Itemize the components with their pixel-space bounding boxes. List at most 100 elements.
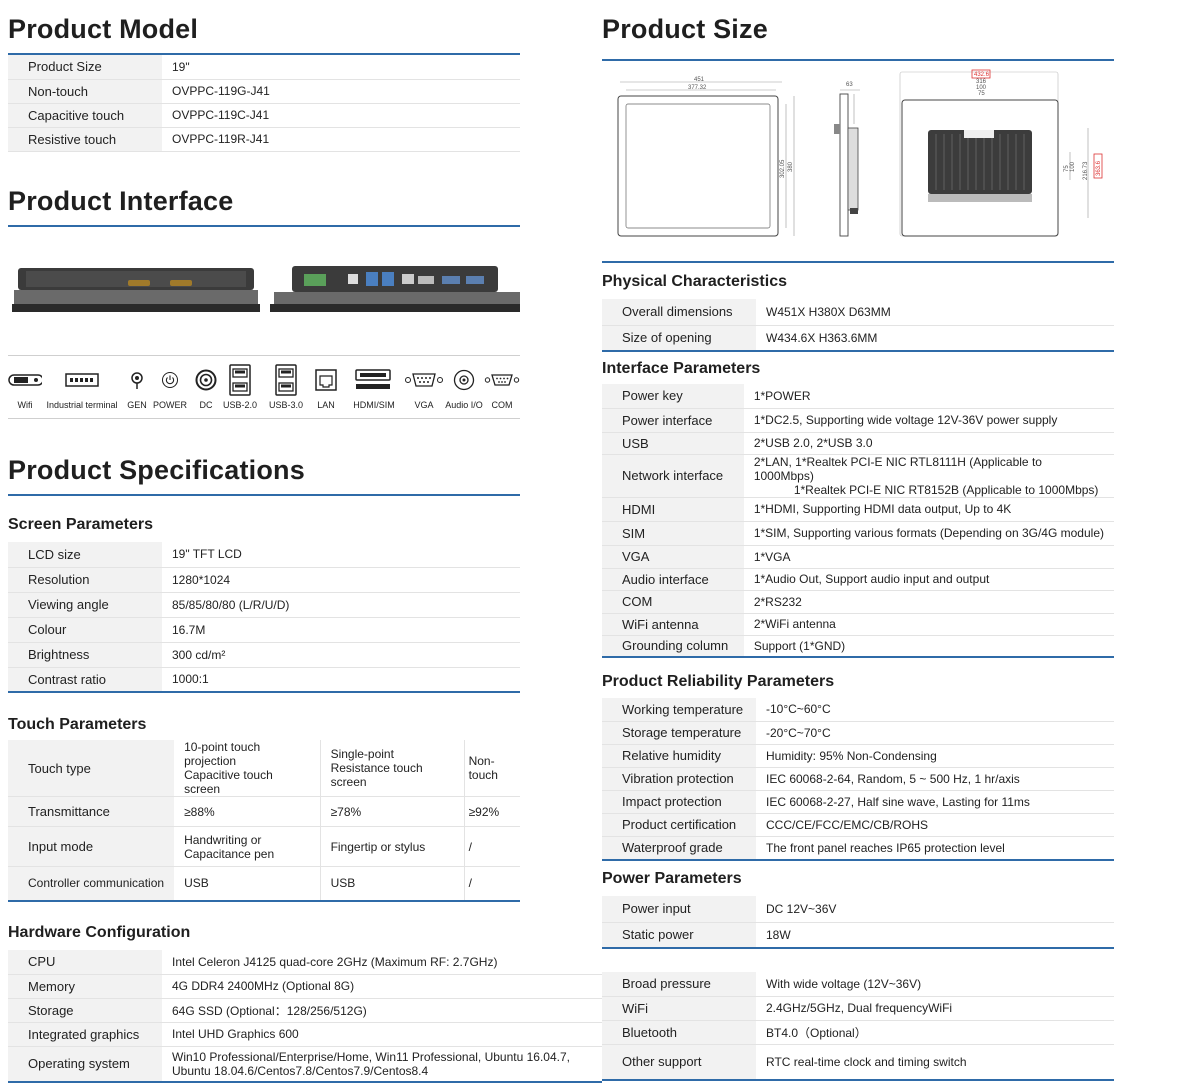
product-specifications-section: Product Specifications [8,455,520,496]
power-icon [152,368,188,392]
interface-icon-row: Wifi Industrial terminal GEN POWER DC US… [8,355,520,419]
audio-jack-icon [444,368,484,392]
row-value: 64G SSD (Optional：128/256/512G) [162,998,602,1023]
section-rule [8,53,520,55]
interface-icon-power: POWER [152,368,188,410]
icon-label: COM [491,400,513,410]
icon-label: Industrial terminal [46,400,118,410]
row-value-non-touch: / [463,826,520,867]
row-key: Non-touch [8,79,162,104]
row-key: Storage temperature [602,721,756,745]
row-value: 2.4GHz/5GHz, Dual frequencyWiFi [756,996,1114,1021]
product-size-section: Product Size [602,14,1114,61]
row-value-resistive: ≥78% [319,796,465,827]
icon-label: Wifi [17,400,33,410]
dim-label: 63 [846,82,853,88]
row-key: Size of opening [602,325,756,352]
dim-label: 100 [976,85,987,91]
row-value: 18W [756,922,1114,949]
row-key: Contrast ratio [8,667,162,693]
row-value-non-touch: Non-touch [463,740,520,797]
value-line: Handwriting or [184,832,262,847]
row-value: 300 cd/m² [162,642,520,668]
value-line: Single-point [330,747,394,761]
row-value: 1*VGA [743,545,1114,569]
interface-icon-hdmi-sim: HDMI/SIM [350,368,398,410]
row-value: 19" [162,55,520,80]
row-key: Power input [602,896,756,923]
row-key: Brightness [8,642,162,668]
interface-icon-industrial-terminal: Industrial terminal [44,368,120,410]
dim-label: 75 [978,91,985,97]
row-value-non-touch: / [463,866,520,902]
row-key: Bluetooth [602,1020,756,1045]
row-value: With wide voltage (12V~36V) [756,972,1114,997]
usb2-port-icon [222,364,258,396]
row-key: LCD size [8,542,162,568]
row-key: Product certification [602,813,756,837]
reliability-parameters-title: Product Reliability Parameters [602,673,835,690]
row-key: Relative humidity [602,744,756,768]
power-parameters-title: Power Parameters [602,870,742,887]
product-size-drawing: 451 377.32 302.05 380 63 432.6 316 100 7… [614,68,1103,240]
interface-icon-vga: VGA [404,368,444,410]
row-value: 2*USB 2.0, 2*USB 3.0 [743,432,1114,455]
dim-label: 380 [788,161,794,172]
vga-port-icon [404,368,444,392]
interface-icon-audio: Audio I/O [444,368,484,410]
row-value: 1*POWER [743,384,1114,409]
dimension-drawing: 451 377.32 302.05 380 63 432.6 316 100 7… [617,69,1076,237]
icon-label: GEN [127,400,147,410]
touch-parameters-title: Touch Parameters [8,716,147,733]
row-value: BT4.0（Optional） [756,1020,1114,1045]
row-key: WiFi [602,996,756,1021]
row-key: Controller communication [8,866,175,902]
row-value: 1*DC2.5, Supporting wide voltage 12V-36V… [743,408,1114,433]
table-row: Storage temperature-20°C~70°C [602,721,1114,745]
section-rule [602,59,1114,61]
icon-label: USB-2.0 [222,400,257,410]
row-value: Humidity: 95% Non-Condensing [756,744,1114,768]
terminal-block-icon [44,368,120,392]
dc-jack-icon [194,368,218,392]
row-value: 4G DDR4 2400MHz (Optional 8G) [162,974,602,999]
dim-label: 216.73 [1083,161,1089,180]
physical-characteristics-section: Physical Characteristics Overall dimensi… [602,261,1114,352]
usb3-port-icon [264,364,308,396]
dimension-drawing-right-edge: 216.73 363.6 [1083,128,1103,218]
row-key: SIM [602,521,744,546]
interface-icon-dc: DC [194,368,218,410]
row-value: W451X H380X D63MM [756,299,1114,326]
reliability-parameters-table: Working temperature-10°C~60°C Storage te… [602,698,1114,861]
row-value: -10°C~60°C [756,698,1114,722]
hdmi-port-icon [350,368,398,392]
row-key: Storage [8,998,162,1023]
value-line: 2*LAN, 1*Realtek PCI-E NIC RTL8111H (App… [753,454,1042,483]
product-specifications-title: Product Specifications [8,455,305,485]
